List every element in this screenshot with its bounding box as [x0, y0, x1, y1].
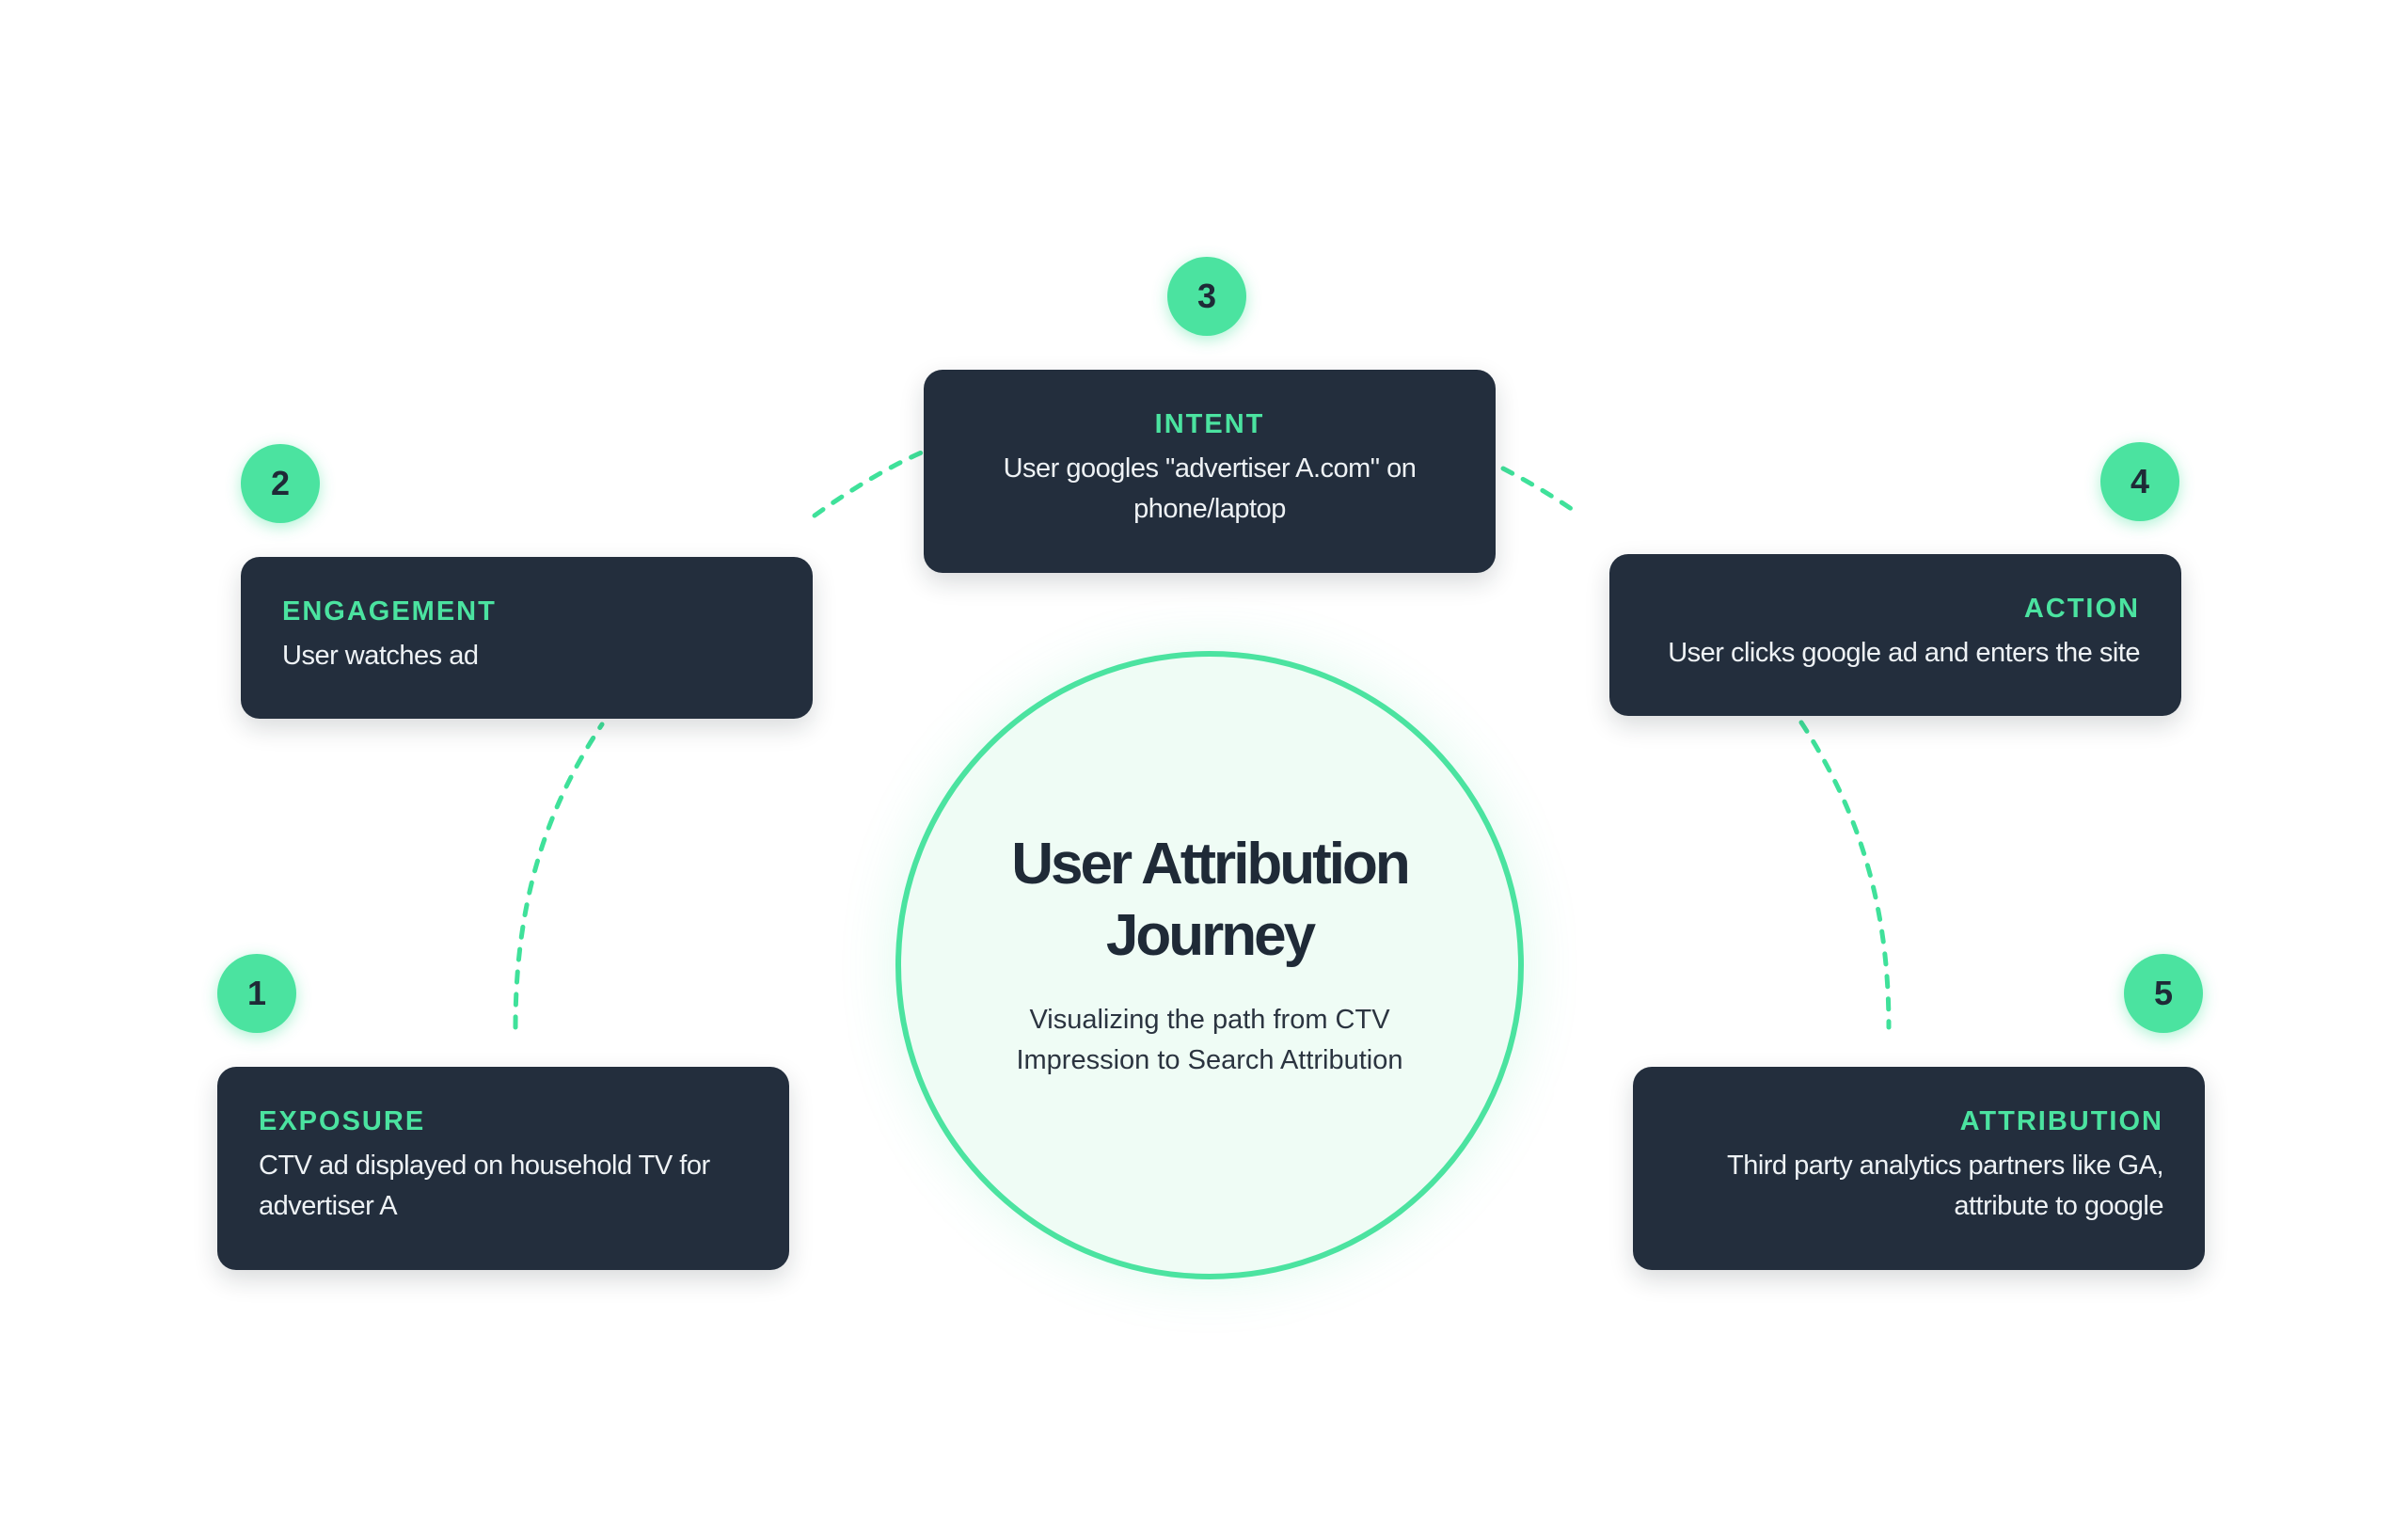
step-badge-1: 1	[217, 954, 296, 1033]
stage-card-attribution: ATTRIBUTION Third party analytics partne…	[1633, 1067, 2205, 1270]
step-badge-4: 4	[2100, 442, 2179, 521]
stage-description-intent: User googles "advertiser A.com" on phone…	[1003, 453, 1417, 524]
connector-1-to-2	[513, 722, 605, 1030]
stage-card-action: ACTION User clicks google ad and enters …	[1609, 554, 2181, 716]
step-badge-2: 2	[241, 444, 320, 523]
step-badge-5: 5	[2124, 954, 2203, 1033]
stage-title-intent: INTENT	[1154, 409, 1265, 439]
connector-4-to-5	[1798, 720, 1892, 1030]
connector-3-to-4	[1500, 466, 1581, 516]
diagram-title: User Attribution Journey	[1011, 832, 1411, 968]
stage-description-action: User clicks google ad and enters the sit…	[1668, 638, 2140, 668]
stage-card-engagement: ENGAGEMENT User watches ad	[241, 557, 813, 719]
stage-title-exposure: EXPOSURE	[259, 1106, 426, 1136]
stage-description-engagement: User watches ad	[282, 641, 479, 671]
stage-title-attribution: ATTRIBUTION	[1959, 1106, 2163, 1136]
stage-description-attribution: Third party analytics partners like GA, …	[1726, 1151, 2164, 1221]
stage-card-intent: INTENT User googles "advertiser A.com" o…	[924, 370, 1496, 573]
center-circle: User Attribution Journey Visualizing the…	[895, 651, 1524, 1279]
step-badge-3: 3	[1167, 257, 1246, 336]
stage-card-exposure: EXPOSURE CTV ad displayed on household T…	[217, 1067, 789, 1270]
diagram-subtitle: Visualizing the path from CTV Impression…	[1016, 1005, 1403, 1075]
stage-title-engagement: ENGAGEMENT	[282, 596, 497, 627]
stage-description-exposure: CTV ad displayed on household TV for adv…	[259, 1151, 710, 1221]
connector-2-to-3	[812, 449, 927, 518]
stage-title-action: ACTION	[2023, 594, 2140, 624]
